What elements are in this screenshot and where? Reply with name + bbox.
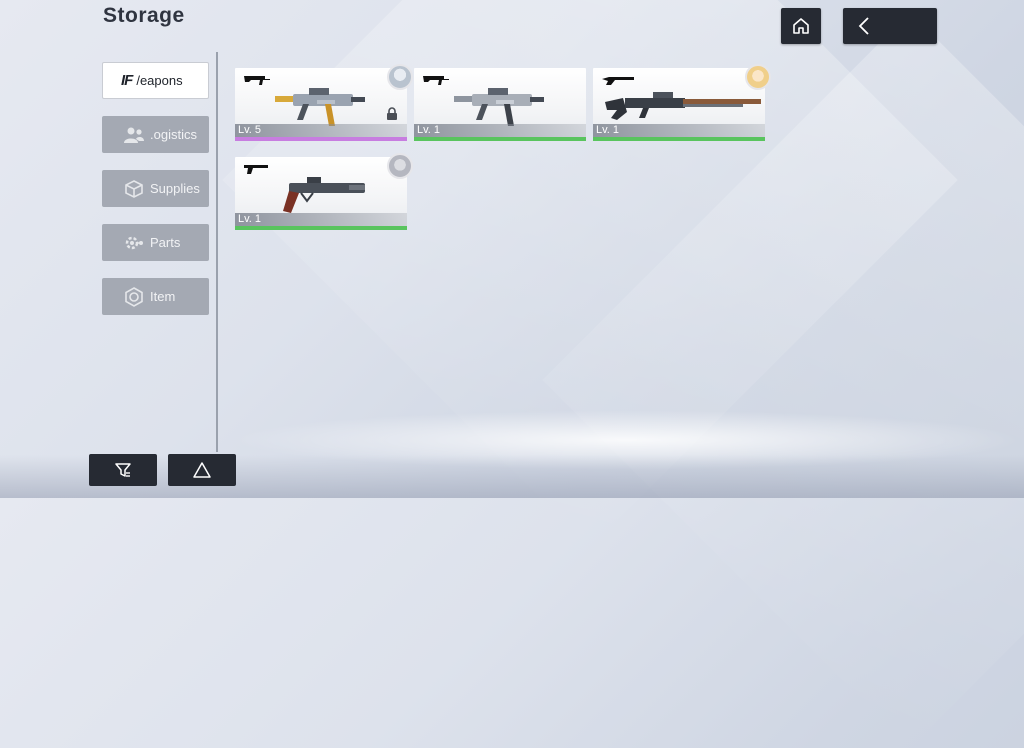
- sidebar-item-label: .ogistics: [150, 127, 197, 142]
- sidebar-item-weapons[interactable]: IF /eapons: [102, 62, 209, 99]
- weapon-card[interactable]: Lv. 5: [235, 64, 413, 141]
- back-arrow-icon: [858, 17, 869, 35]
- people-icon: [122, 123, 146, 147]
- sidebar-item-supplies[interactable]: Supplies: [102, 170, 209, 207]
- sidebar-item-parts[interactable]: Parts: [102, 224, 209, 261]
- character-avatar: [387, 64, 413, 90]
- smg-type-icon: [244, 76, 270, 85]
- home-icon: [793, 18, 809, 34]
- weapons-brand-icon: IF: [121, 72, 133, 89]
- hexagon-icon: [122, 285, 146, 309]
- pistol-type-icon: [244, 165, 268, 174]
- sidebar-item-logistics[interactable]: .ogistics: [102, 116, 209, 153]
- weapon-level: Lv. 1: [235, 213, 407, 226]
- cube-icon: [122, 177, 146, 201]
- weapon-level: Lv. 1: [414, 124, 586, 137]
- filter-button[interactable]: [89, 454, 157, 486]
- back-button[interactable]: [843, 8, 937, 44]
- home-button[interactable]: [781, 8, 821, 44]
- weapon-card[interactable]: Lv. 1: [235, 153, 413, 230]
- sidebar-item-item[interactable]: Item: [102, 278, 209, 315]
- sidebar-item-label: /eapons: [136, 73, 183, 88]
- dismantle-button[interactable]: [168, 454, 236, 486]
- smg-weapon-icon: [275, 88, 365, 126]
- shotgun-weapon-icon: [605, 92, 761, 120]
- weapon-card[interactable]: Lv. 1: [593, 64, 771, 141]
- rarity-bar: [593, 137, 765, 141]
- weapon-level: Lv. 5: [235, 124, 407, 137]
- weapon-level: Lv. 1: [593, 124, 765, 137]
- page-title: Storage: [103, 4, 185, 27]
- rarity-bar: [235, 137, 407, 141]
- rarity-bar: [235, 226, 407, 230]
- sidebar-divider: [216, 52, 218, 452]
- filter-icon: [115, 463, 131, 477]
- rarity-bar: [414, 137, 586, 141]
- lock-icon: [387, 107, 397, 120]
- shotgun-type-icon: [602, 77, 634, 85]
- weapon-card[interactable]: Lv. 1: [414, 68, 586, 141]
- triangle-recycle-icon: [193, 462, 211, 478]
- sidebar-item-label: Parts: [150, 235, 181, 250]
- smg-weapon-icon: [454, 88, 544, 126]
- smg-type-icon: [423, 76, 449, 85]
- character-avatar: [745, 64, 771, 90]
- gear-parts-icon: [122, 231, 146, 255]
- character-avatar: [387, 153, 413, 179]
- pistol-weapon-icon: [283, 177, 365, 213]
- sidebar-item-label: Supplies: [150, 181, 200, 196]
- sidebar-item-label: Item: [150, 289, 176, 304]
